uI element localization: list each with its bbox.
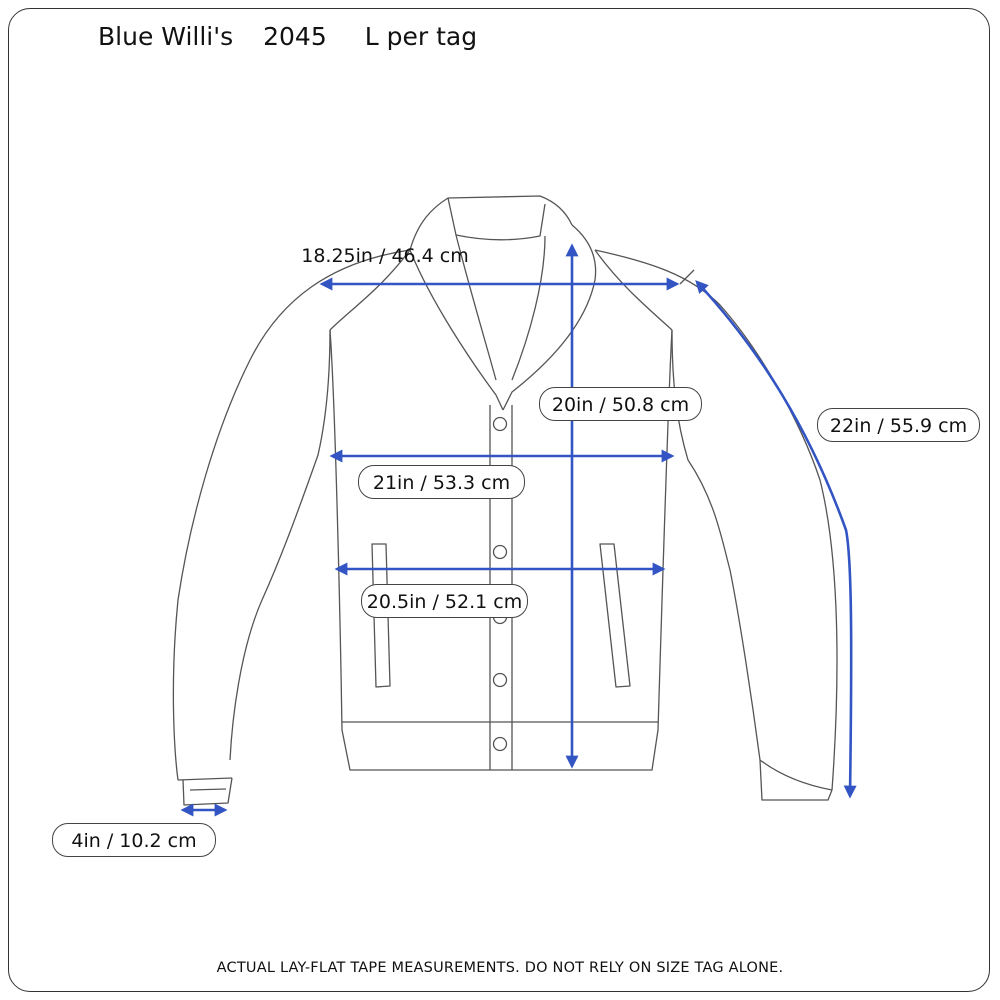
chest-label: 21in / 53.3 cm [358, 465, 525, 499]
brand-name: Blue Willi's [98, 22, 234, 51]
item-number: 2045 [263, 22, 327, 51]
sleeve-label: 22in / 55.9 cm [817, 408, 980, 442]
page-frame [8, 8, 990, 992]
waist-label: 20.5in / 52.1 cm [361, 584, 528, 618]
tag-size: L per tag [364, 22, 478, 51]
garment-outline [172, 195, 838, 806]
title-row: Blue Willi's 2045 L per tag [98, 22, 477, 51]
cuff-label: 4in / 10.2 cm [52, 823, 216, 857]
sleeve-arrow [695, 280, 857, 799]
shoulder-tick [679, 269, 695, 285]
shoulder-label: 18.25in / 46.4 cm [301, 245, 469, 267]
length-label: 20in / 50.8 cm [539, 387, 702, 421]
measurement-arrows [180, 243, 857, 817]
disclaimer: ACTUAL LAY-FLAT TAPE MEASUREMENTS. DO NO… [216, 960, 784, 976]
